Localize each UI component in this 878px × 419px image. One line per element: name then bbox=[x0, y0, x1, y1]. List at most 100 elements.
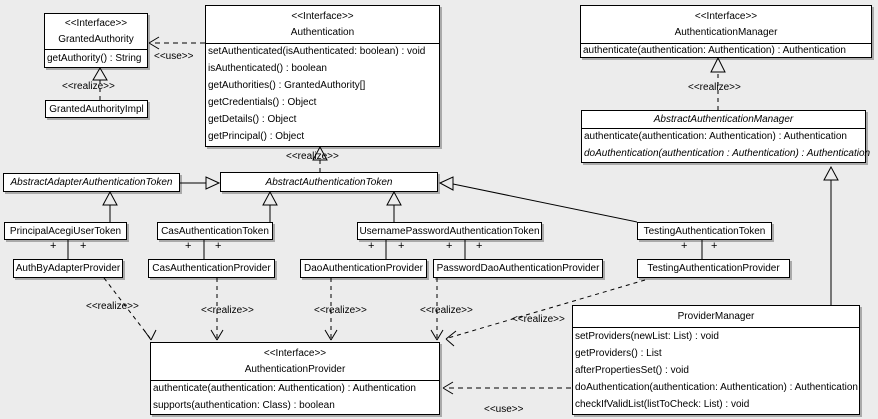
class-name: AbstractAuthenticationManager bbox=[653, 114, 794, 125]
class-name: AuthenticationManager bbox=[674, 27, 778, 38]
class-title: <<Interface>> GrantedAuthority bbox=[45, 14, 147, 50]
class-granted-authority: <<Interface>> GrantedAuthority getAuthor… bbox=[44, 13, 148, 68]
association-plus-mark: + bbox=[80, 240, 87, 252]
class-name: PrincipalAcegiUserToken bbox=[9, 225, 122, 237]
class-dao-authentication-provider: DaoAuthenticationProvider bbox=[300, 259, 427, 278]
class-abstract-authentication-token: AbstractAuthenticationToken bbox=[220, 172, 438, 192]
methods-compartment: setProviders(newList: List) : void getPr… bbox=[573, 328, 859, 414]
realize-label: <<realize>> bbox=[86, 301, 139, 312]
use-dependency-authentication-to-grantedauthority bbox=[148, 36, 205, 50]
class-authentication-manager: <<Interface>> AuthenticationManager auth… bbox=[580, 5, 872, 58]
realize-label: <<realize>> bbox=[512, 314, 565, 325]
class-title: <<Interface>> Authentication bbox=[206, 6, 439, 44]
use-dependency-providermanager-to-authenticationprovider bbox=[442, 381, 571, 395]
class-title: <<Interface>> AuthenticationProvider bbox=[151, 343, 439, 381]
class-abstract-authentication-manager: AbstractAuthenticationManager authentica… bbox=[581, 110, 871, 163]
method: getAuthorities() : GrantedAuthority[] bbox=[208, 80, 366, 92]
class-abstract-adapter-authentication-token: AbstractAdapterAuthenticationToken bbox=[3, 173, 180, 192]
method: afterPropertiesSet() : void bbox=[575, 364, 689, 376]
class-authentication: <<Interface>> Authentication setAuthenti… bbox=[205, 5, 440, 147]
realize-label: <<realize>> bbox=[314, 305, 367, 316]
class-testing-authentication-token: TestingAuthenticationToken bbox=[637, 222, 772, 240]
class-password-dao-authentication-provider: PasswordDaoAuthenticationProvider bbox=[433, 259, 603, 278]
realize-label: <<realize>> bbox=[420, 305, 473, 316]
realize-abstractauthenticationtoken-to-authentication bbox=[312, 145, 328, 172]
class-name: UsernamePasswordAuthenticationToken bbox=[359, 225, 540, 237]
class-name: CasAuthenticationProvider bbox=[152, 263, 271, 274]
class-principal-acegi-user-token: PrincipalAcegiUserToken bbox=[4, 222, 127, 240]
association-plus-mark: + bbox=[50, 240, 57, 252]
methods-compartment: authenticate(authentication: Authenticat… bbox=[581, 44, 871, 57]
class-name: GrantedAuthority bbox=[58, 33, 134, 45]
class-name: AbstractAuthenticationToken bbox=[265, 176, 393, 188]
methods-compartment: authenticate(authentication: Authenticat… bbox=[582, 129, 871, 162]
methods-compartment: setAuthenticated(isAuthenticated: boolea… bbox=[206, 44, 439, 145]
class-name: AuthByAdapterProvider bbox=[15, 263, 121, 274]
methods-compartment: getAuthority() : String bbox=[45, 50, 147, 67]
generalization-principaltoken-to-abstractadaptertoken bbox=[102, 190, 118, 222]
stereotype-label: <<Interface>> bbox=[291, 11, 354, 22]
class-title: <<Interface>> AuthenticationManager bbox=[581, 6, 871, 44]
realize-label: <<realize>> bbox=[62, 81, 115, 92]
realize-label: <<realize>> bbox=[688, 82, 741, 93]
generalization-testingtoken-to-abstracttoken bbox=[438, 176, 638, 223]
class-title: AbstractAuthenticationManager bbox=[582, 111, 865, 129]
stereotype-label: <<Interface>> bbox=[64, 18, 128, 30]
realize-casprovider-to-authenticationprovider bbox=[210, 278, 224, 341]
class-auth-by-adapter-provider: AuthByAdapterProvider bbox=[13, 259, 123, 278]
method: doAuthentication(authentication : Authen… bbox=[584, 147, 871, 159]
association-plus-mark: + bbox=[185, 240, 192, 252]
method: setProviders(newList: List) : void bbox=[575, 330, 719, 342]
realize-abstractauthenticationmanager-to-authenticationmanager bbox=[710, 56, 726, 110]
generalization-abstractadaptertoken-to-abstracttoken bbox=[180, 176, 221, 190]
realize-passworddaoprovider-to-authenticationprovider bbox=[430, 278, 444, 341]
class-testing-authentication-provider: TestingAuthenticationProvider bbox=[637, 259, 790, 278]
realize-grantedauthorityimpl-to-grantedauthority bbox=[92, 67, 108, 100]
class-authentication-provider: <<Interface>> AuthenticationProvider aut… bbox=[150, 342, 440, 415]
method: getCredentials() : Object bbox=[208, 96, 317, 108]
realize-label: <<realize>> bbox=[286, 151, 339, 162]
class-name: TestingAuthenticationToken bbox=[643, 225, 766, 237]
method: authenticate(authentication: Authenticat… bbox=[584, 131, 847, 143]
realize-authbyadapterprovider-to-authenticationprovider bbox=[103, 277, 157, 341]
class-name: PasswordDaoAuthenticationProvider bbox=[436, 263, 600, 274]
method: getPrincipal() : Object bbox=[208, 130, 305, 142]
class-provider-manager: ProviderManager setProviders(newList: Li… bbox=[572, 305, 860, 415]
class-title: ProviderManager bbox=[573, 306, 859, 328]
class-name: AuthenticationProvider bbox=[244, 364, 346, 375]
association-plus-mark: + bbox=[368, 240, 375, 252]
association-plus-mark: + bbox=[476, 240, 483, 252]
realize-testingprovider-to-authenticationprovider bbox=[445, 279, 646, 347]
method: isAuthenticated() : boolean bbox=[208, 63, 327, 75]
generalization-providermanager-to-abstractauthenticationmanager bbox=[823, 165, 839, 305]
class-cas-authentication-provider: CasAuthenticationProvider bbox=[148, 259, 275, 278]
stereotype-label: <<Interface>> bbox=[263, 348, 327, 359]
use-label: <<use>> bbox=[154, 51, 194, 62]
class-name: ProviderManager bbox=[677, 311, 755, 322]
method: setAuthenticated(isAuthenticated: boolea… bbox=[208, 46, 426, 58]
class-name: Authentication bbox=[290, 27, 355, 38]
class-cas-authentication-token: CasAuthenticationToken bbox=[157, 222, 273, 240]
realize-label: <<realize>> bbox=[201, 305, 254, 316]
class-name: TestingAuthenticationProvider bbox=[647, 263, 780, 274]
method: getAuthority() : String bbox=[47, 52, 142, 64]
realize-daoprovider-to-authenticationprovider bbox=[324, 278, 338, 341]
association-plus-mark: + bbox=[711, 240, 718, 252]
method: getDetails() : Object bbox=[208, 113, 297, 125]
use-label: <<use>> bbox=[484, 404, 524, 415]
association-plus-mark: + bbox=[446, 240, 453, 252]
association-plus-mark: + bbox=[398, 240, 405, 252]
class-username-password-authentication-token: UsernamePasswordAuthenticationToken bbox=[357, 222, 542, 240]
method: supports(authentication: Class) : boolea… bbox=[153, 399, 335, 411]
method: authenticate(authentication: Authenticat… bbox=[153, 383, 416, 395]
method: getProviders() : List bbox=[575, 347, 662, 359]
stereotype-label: <<Interface>> bbox=[694, 11, 758, 22]
class-granted-authority-impl: GrantedAuthorityImpl bbox=[45, 100, 148, 118]
class-name: AbstractAdapterAuthenticationToken bbox=[10, 177, 173, 188]
methods-compartment: authenticate(authentication: Authenticat… bbox=[151, 381, 439, 414]
class-name: CasAuthenticationToken bbox=[161, 225, 269, 237]
method: authenticate(authentication: Authenticat… bbox=[583, 44, 846, 56]
method: doAuthentication(authentication: Authent… bbox=[575, 382, 858, 394]
